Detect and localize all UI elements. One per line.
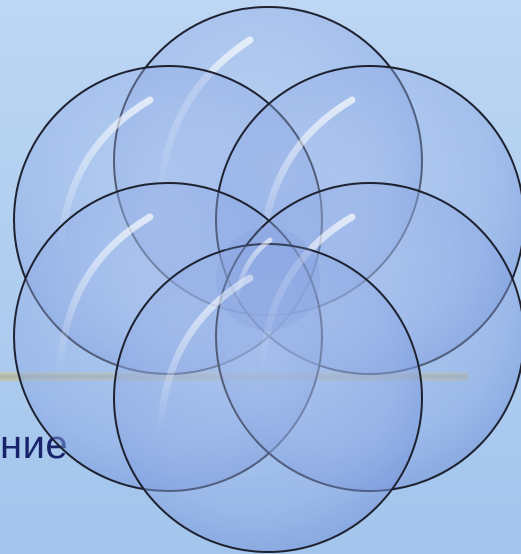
bubble-circle-center <box>216 227 320 331</box>
